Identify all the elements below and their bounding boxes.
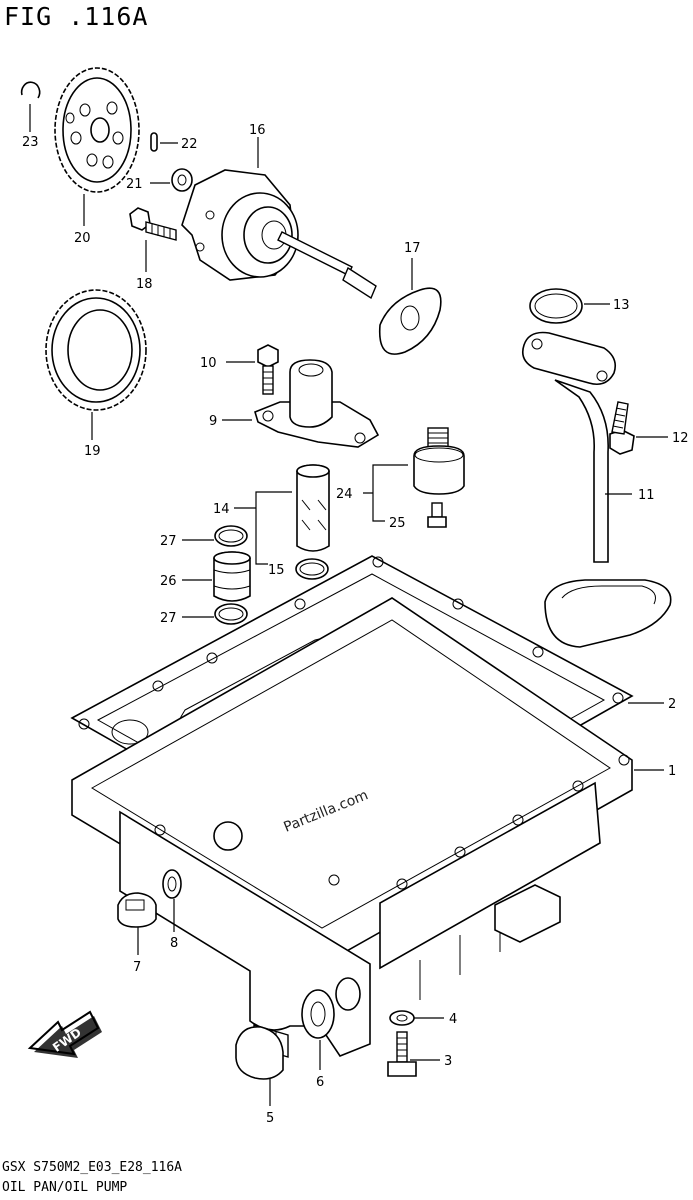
part-7-plug[interactable] xyxy=(117,892,157,928)
part-12-bolt[interactable] xyxy=(609,401,635,455)
callout-8[interactable]: 8 xyxy=(170,936,178,951)
part-9-strainer-housing[interactable] xyxy=(254,359,380,448)
callout-22[interactable]: 22 xyxy=(181,137,198,152)
part-26-sleeve[interactable] xyxy=(213,551,251,602)
part-10-bolt[interactable] xyxy=(257,344,279,395)
part-23-circlip[interactable] xyxy=(20,81,41,99)
callout-16[interactable]: 16 xyxy=(249,123,266,138)
callout-12[interactable]: 12 xyxy=(672,431,689,446)
callout-1[interactable]: 1 xyxy=(668,764,676,779)
part-15-o-ring[interactable] xyxy=(295,558,329,580)
part-5-drain-bolt[interactable] xyxy=(235,1024,289,1080)
part-17-gasket[interactable] xyxy=(378,287,442,355)
callout-11[interactable]: 11 xyxy=(638,488,655,503)
part-27-o-ring-lower[interactable] xyxy=(214,603,248,625)
callout-27-lower[interactable]: 27 xyxy=(160,611,177,626)
part-4-washer[interactable] xyxy=(389,1010,415,1026)
callout-23[interactable]: 23 xyxy=(22,135,39,150)
callout-2[interactable]: 2 xyxy=(668,697,676,712)
part-19-drive-sprocket[interactable] xyxy=(45,289,147,411)
part-14-oil-strainer[interactable] xyxy=(296,464,330,552)
part-13-o-ring[interactable] xyxy=(529,288,583,324)
callout-19[interactable]: 19 xyxy=(84,444,101,459)
part-16-oil-pump[interactable] xyxy=(181,169,377,300)
callout-10[interactable]: 10 xyxy=(200,356,217,371)
part-25-screw[interactable] xyxy=(427,502,447,528)
callout-5[interactable]: 5 xyxy=(266,1111,274,1126)
callout-6[interactable]: 6 xyxy=(316,1075,324,1090)
figure-description: OIL PAN/OIL PUMP xyxy=(2,1180,128,1195)
part-22-pin[interactable] xyxy=(150,132,158,152)
part-20-pump-sprocket[interactable] xyxy=(54,67,140,193)
part-18-bolt[interactable] xyxy=(129,207,177,241)
callout-14[interactable]: 14 xyxy=(213,502,230,517)
callout-4[interactable]: 4 xyxy=(449,1012,457,1027)
part-21-washer[interactable] xyxy=(171,168,193,192)
callout-3[interactable]: 3 xyxy=(444,1054,452,1069)
callout-17[interactable]: 17 xyxy=(404,241,421,256)
callout-24[interactable]: 24 xyxy=(336,487,353,502)
callout-15[interactable]: 15 xyxy=(268,563,285,578)
callout-25[interactable]: 25 xyxy=(389,516,406,531)
fwd-direction-arrow: FWD xyxy=(27,1010,102,1058)
part-3-bolt[interactable] xyxy=(387,1031,417,1077)
part-27-o-ring-upper[interactable] xyxy=(214,525,248,547)
callout-13[interactable]: 13 xyxy=(613,298,630,313)
part-8-gasket-washer[interactable] xyxy=(162,869,182,899)
part-11-oil-pipe[interactable] xyxy=(521,331,672,648)
callout-7[interactable]: 7 xyxy=(133,960,141,975)
callout-20[interactable]: 20 xyxy=(74,231,91,246)
callout-18[interactable]: 18 xyxy=(136,277,153,292)
part-24-oil-pressure-switch[interactable] xyxy=(413,427,465,495)
figure-title: FIG .116A xyxy=(4,2,149,31)
callout-21[interactable]: 21 xyxy=(126,177,143,192)
part-6-gasket[interactable] xyxy=(301,989,335,1039)
figure-code: GSX S750M2_E03_E28_116A xyxy=(2,1160,183,1175)
callout-9[interactable]: 9 xyxy=(209,414,217,429)
callout-26[interactable]: 26 xyxy=(160,574,177,589)
callout-27-upper[interactable]: 27 xyxy=(160,534,177,549)
